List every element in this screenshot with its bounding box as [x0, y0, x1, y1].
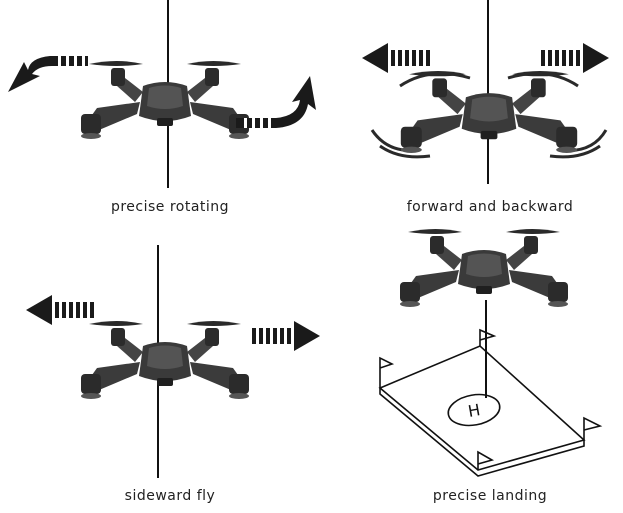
landing-pad-letter: H — [467, 400, 482, 421]
landing-pad-icon — [378, 328, 603, 477]
curved-arrow-icon — [8, 56, 88, 92]
drone-icon — [81, 61, 249, 139]
panel-forward-backward — [362, 0, 609, 184]
arrow-right-icon — [252, 321, 320, 351]
curved-arrow-icon — [236, 76, 316, 128]
arrow-left-icon — [362, 43, 430, 73]
caption-sideward-fly: sideward fly — [124, 488, 216, 504]
caption-precise-landing: precise landing — [432, 488, 548, 504]
arrow-left-icon — [26, 295, 94, 325]
panel-landing: H — [378, 229, 603, 477]
panel-rotating — [8, 0, 316, 188]
caption-forward-backward: forward and backward — [406, 199, 574, 215]
drone-icon — [400, 229, 568, 307]
drone-icon — [81, 321, 249, 399]
arrow-right-icon — [541, 43, 609, 73]
panel-sideward — [26, 245, 320, 478]
caption-precise-rotating: precise rotating — [110, 199, 230, 215]
